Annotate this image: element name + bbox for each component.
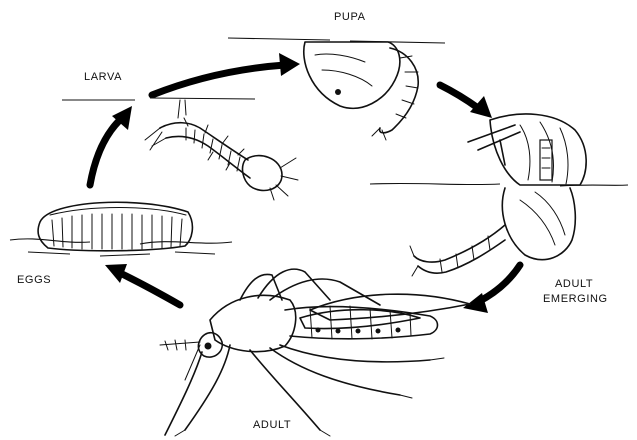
cycle-arrow-eggs-to-larva [90, 106, 132, 185]
label-eggs: EGGS [17, 274, 51, 286]
egg-raft [38, 202, 192, 251]
label-pupa: PUPA [334, 11, 366, 23]
cycle-arrow-emerging-to-adult [463, 265, 520, 313]
adult-mosquito-illustration [160, 269, 470, 436]
label-adult: ADULT [253, 419, 291, 431]
pupa-illustration [228, 38, 445, 140]
emerging-water-surface [370, 183, 628, 186]
larva-water-surface [62, 98, 255, 100]
adult-abdomen [285, 307, 438, 339]
cycle-arrow-adult-to-eggs [105, 264, 180, 305]
adult-proboscis [165, 352, 202, 435]
emerging-pupal-case-upper [490, 114, 586, 185]
cycle-arrow-pupa-to-emerging [440, 85, 492, 118]
adult-emerging-illustration [370, 114, 628, 276]
label-adult-emerging-line2: EMERGING [543, 293, 608, 305]
cycle-arrow-larva-to-pupa [152, 53, 300, 95]
label-adult-emerging-line1: ADULT [555, 278, 593, 290]
pupa-abdomen [380, 48, 419, 133]
emerging-abdomen [414, 225, 505, 262]
eggs-illustration [10, 202, 232, 256]
emerging-pupal-case-lower [502, 188, 575, 260]
label-larva: LARVA [84, 71, 122, 83]
